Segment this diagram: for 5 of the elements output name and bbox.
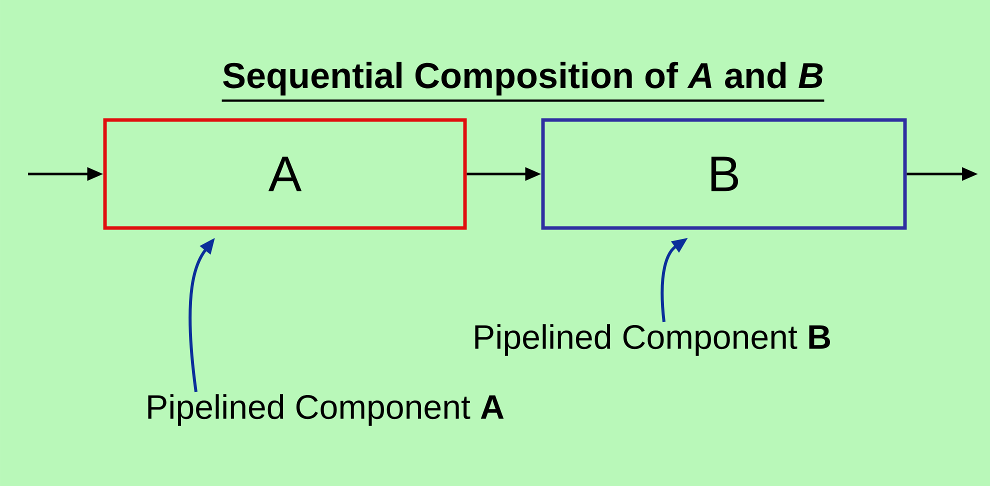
component-box: B [541, 118, 907, 230]
component-label: Pipelined Component A [148, 394, 504, 426]
title: Sequential Composition of A and B [222, 62, 824, 102]
component-label: Pipelined Component B [475, 324, 830, 356]
component-box: A [103, 118, 467, 230]
